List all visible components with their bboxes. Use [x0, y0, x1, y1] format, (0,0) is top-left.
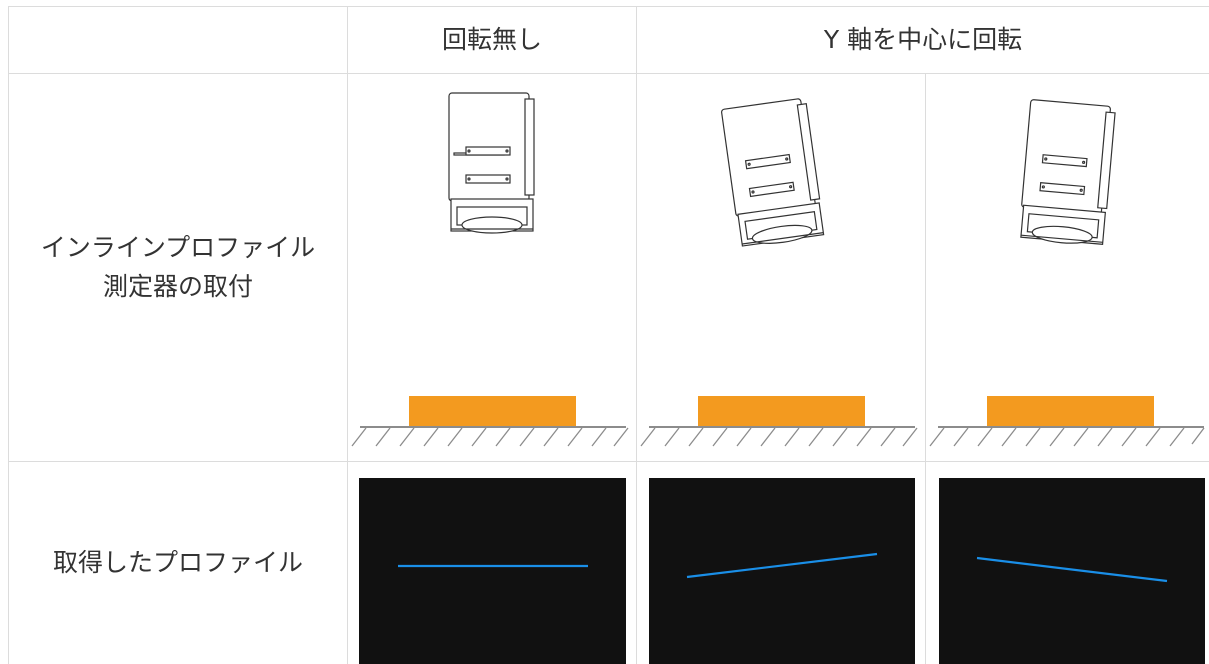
sensor-head-illustration [448, 92, 535, 234]
workpiece-on-ground [351, 396, 629, 447]
header-cell-empty [9, 7, 347, 73]
workpiece-on-ground [640, 396, 918, 447]
workpiece-block [409, 396, 576, 427]
mount-figure-y-rotation-counterclockwise [929, 99, 1205, 447]
row-label-mounting: インラインプロファイル 測定器の取付 [9, 74, 347, 461]
profile-screen-y-rotation-clockwise [649, 478, 915, 664]
col1-divider [347, 6, 348, 664]
sensor-head-illustration [721, 98, 825, 247]
workpiece-on-ground [929, 396, 1205, 447]
header-y-rotation: Y 軸を中心に回転 [823, 24, 1023, 54]
header-bottom-border [8, 73, 1209, 74]
workpiece-block [698, 396, 865, 427]
row1-bottom-border [8, 461, 1209, 462]
profile-line-rising [686, 552, 878, 579]
mount-figure-y-rotation-clockwise [640, 98, 918, 447]
sensor-head-illustration [1020, 99, 1116, 245]
profile-line-falling [976, 556, 1168, 583]
profile-screen-y-rotation-counterclockwise [939, 478, 1205, 664]
row-label-profile: 取得したプロファイル [52, 547, 303, 577]
table-left-border [8, 6, 9, 664]
header-no-rotation: 回転無し [441, 24, 542, 54]
col3-divider [925, 73, 926, 664]
profile-screen-no-rotation [359, 478, 626, 664]
col2-divider [636, 6, 637, 664]
table-top-border [8, 6, 1209, 7]
workpiece-block [987, 396, 1154, 427]
mount-figure-no-rotation [351, 92, 629, 447]
row-label-mounting-line2: 測定器の取付 [102, 271, 253, 301]
row-label-mounting-line1: インラインプロファイル [40, 232, 316, 262]
